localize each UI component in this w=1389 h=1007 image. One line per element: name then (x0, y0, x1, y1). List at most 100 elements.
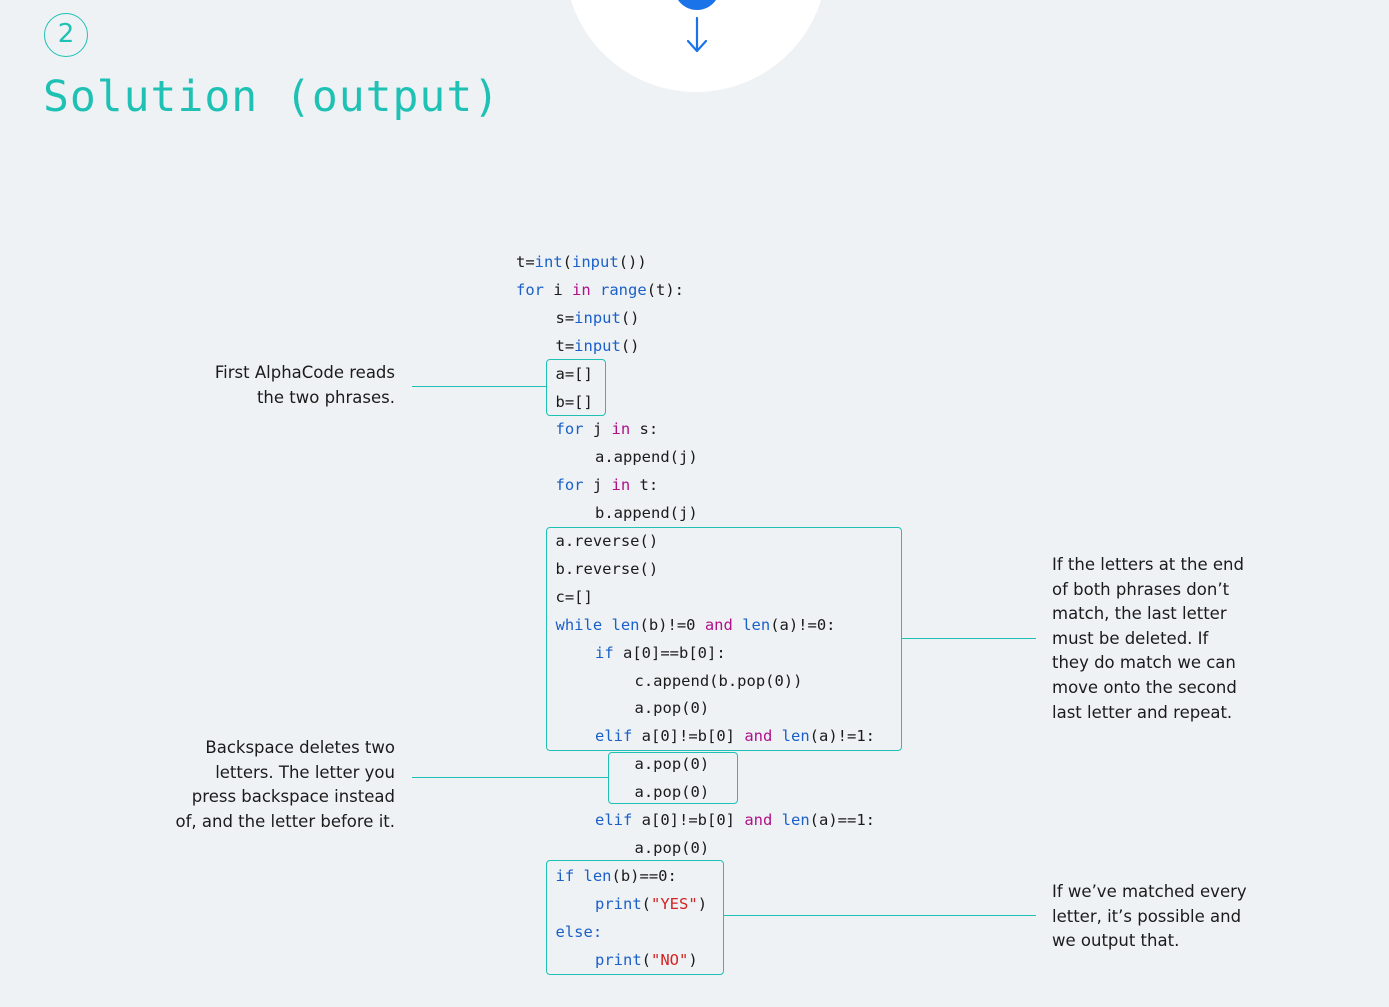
code-token: (a)!=1: (809, 727, 875, 746)
leader-line-backspace (412, 777, 608, 778)
code-token: print (595, 950, 642, 969)
code-token: elif (595, 727, 633, 746)
annotation-line: last letter and repeat. (1052, 702, 1233, 722)
page-title: Solution (output) (43, 72, 501, 122)
code-token: (b)!=0 (639, 615, 705, 634)
code-token: s= (555, 308, 575, 327)
annotation-line: match, the last letter (1052, 604, 1227, 624)
code-token: a=[] (555, 364, 593, 383)
annotation-line: of, and the letter before it. (175, 811, 395, 831)
code-token: len (611, 615, 640, 634)
code-line: a.reverse() (556, 527, 659, 555)
code-token: for (555, 476, 584, 495)
code-line: c.append(b.pop(0)) (635, 667, 803, 695)
code-line: t=int(input()) (516, 248, 647, 276)
annotation-line: they do match we can (1052, 653, 1236, 673)
annotation-backspace: Backspace deletes two letters. The letter… (175, 736, 395, 834)
annotation-line: we output that. (1052, 931, 1180, 951)
code-line: while len(b)!=0 and len(a)!=0: (556, 611, 836, 639)
code-token: in (611, 420, 631, 439)
code-token: j (583, 476, 612, 495)
annotation-line: press backspace instead (191, 787, 395, 807)
code-token: (t): (646, 280, 685, 299)
code-token: s: (630, 420, 659, 439)
code-token: print (595, 894, 642, 913)
code-line: a.pop(0) (635, 834, 710, 862)
code-token: () (620, 308, 640, 327)
code-token: c.append(b.pop(0)) (634, 671, 803, 690)
code-token: input (574, 308, 621, 327)
code-line: elif a[0]!=b[0] and len(a)!=1: (595, 722, 875, 750)
code-line: t=input() (556, 332, 640, 360)
code-token: and (744, 727, 773, 746)
code-token: t: (630, 476, 659, 495)
code-token: b.append(j) (595, 504, 698, 523)
annotation-line: move onto the second (1052, 677, 1237, 697)
annotation-line: the two phrases. (256, 387, 395, 407)
code-token: (a)!=0: (770, 615, 836, 634)
code-line: print("YES") (595, 890, 707, 918)
annotation-line: letters. The letter you (215, 762, 395, 782)
code-token: in (572, 280, 591, 299)
code-token: (a)==1: (809, 811, 875, 829)
code-token: else: (555, 922, 603, 941)
leader-line-read-phrases (412, 386, 546, 387)
code-token (591, 281, 600, 299)
code-token: b.reverse() (555, 559, 659, 578)
code-token: and (744, 811, 773, 829)
annotation-line: If we’ve matched every (1052, 882, 1247, 901)
annotation-line: Backspace deletes two (205, 738, 395, 757)
connector-dot (674, 0, 720, 10)
code-token: while (555, 615, 603, 634)
code-token: a[0]!=b[0] (632, 811, 745, 829)
code-token: len (781, 727, 810, 746)
code-token: (b)==0: (611, 866, 677, 885)
annotation-line: of both phrases don’t (1052, 579, 1230, 599)
code-token: len (781, 811, 810, 829)
code-token: a.pop(0) (634, 838, 710, 857)
code-token: input (572, 253, 619, 271)
annotation-read-phrases: First AlphaCode reads the two phrases. (215, 361, 395, 410)
code-line: if a[0]==b[0]: (595, 639, 726, 667)
code-line: a.pop(0) (635, 694, 710, 722)
leader-line-compare-loop (902, 638, 1036, 639)
code-token: t= (516, 253, 535, 271)
code-token: ) (688, 950, 698, 969)
code-line: else: (556, 918, 603, 946)
code-token: i (544, 280, 572, 299)
code-line: a.pop(0) (635, 778, 710, 806)
code-token: len (583, 866, 612, 885)
arrow-down-icon (686, 16, 708, 53)
code-token: ( (641, 950, 652, 969)
code-token: a.pop(0) (634, 783, 710, 802)
code-line: if len(b)==0: (556, 862, 677, 890)
code-token: int (534, 253, 563, 271)
code-line: print("NO") (595, 946, 698, 974)
code-token: ( (641, 894, 652, 913)
annotation-line: letter, it’s possible and (1052, 906, 1242, 926)
step-number-badge: 2 (44, 13, 88, 57)
highlight-box-read-phrases (546, 359, 606, 416)
code-line: b=[] (556, 388, 593, 416)
code-line: a=[] (556, 360, 593, 388)
highlight-box-compare-loop (546, 527, 902, 751)
code-line: s=input() (556, 304, 640, 332)
code-token: a.pop(0) (634, 699, 710, 718)
code-line: b.append(j) (595, 499, 698, 527)
code-token: a.pop(0) (634, 755, 710, 774)
code-token: for (555, 420, 584, 439)
code-token: a.reverse() (555, 532, 659, 550)
code-token: a[0]!=b[0] (632, 727, 745, 746)
code-line: b.reverse() (556, 555, 659, 583)
annotation-output: If we’ve matched every letter, it’s possi… (1052, 880, 1247, 954)
code-token: elif (595, 811, 633, 829)
annotation-line: First AlphaCode reads (214, 363, 395, 382)
code-token: () (620, 336, 640, 355)
highlight-box-backspace (608, 752, 738, 804)
code-token: ) (697, 894, 708, 913)
code-token: and (704, 615, 733, 634)
code-token: "NO" (651, 950, 689, 969)
code-line: for j in t: (556, 471, 659, 499)
leader-line-output (724, 915, 1036, 916)
